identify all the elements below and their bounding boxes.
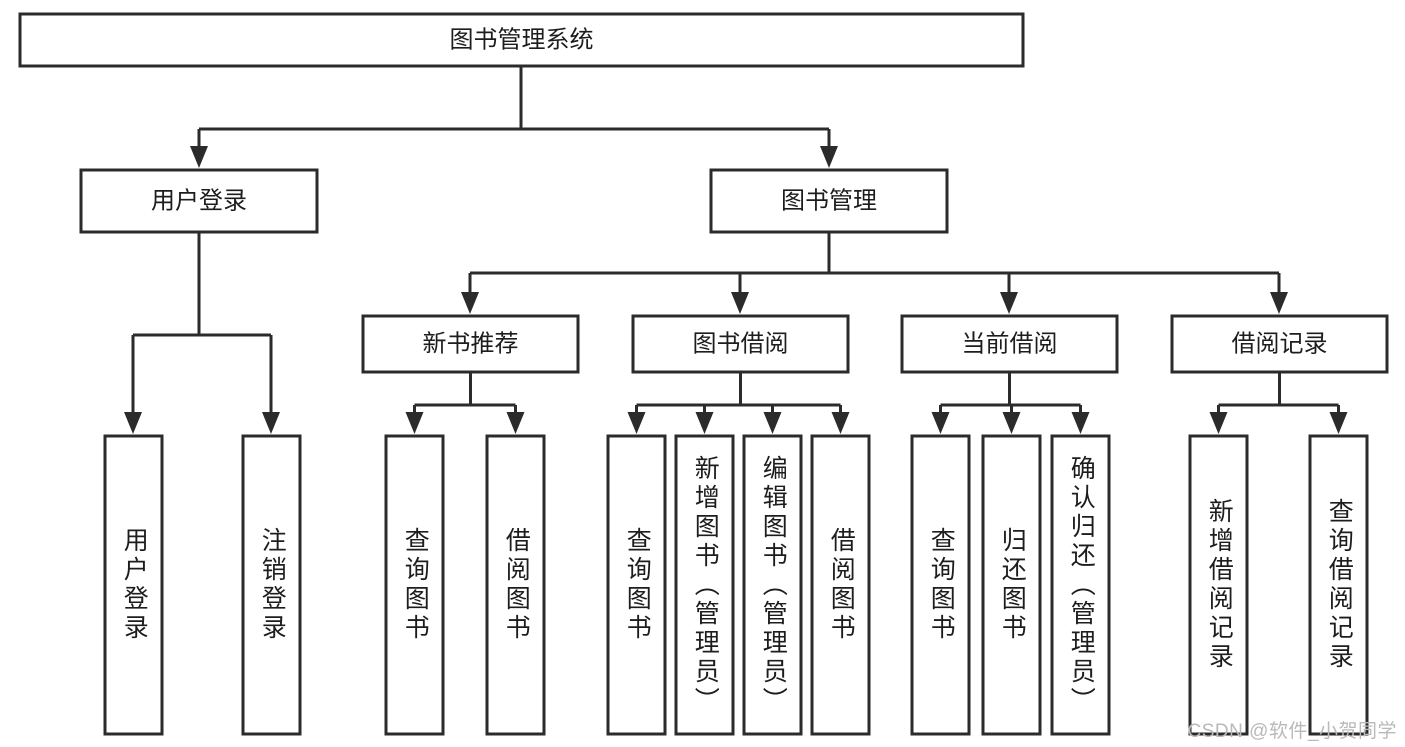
node-label-root: 图书管理系统 xyxy=(450,26,594,53)
arrow-down-icon-l3-2-1 xyxy=(1002,412,1021,434)
node-box-level3-3[interactable] xyxy=(1170,314,1389,374)
watermark-text: CSDN @软件_小贺同学 xyxy=(1187,721,1397,742)
node-box-leaf-12[interactable] xyxy=(1308,434,1369,736)
node-label-level3-0: 新书推荐 xyxy=(423,330,519,357)
arrow-down-icon-l3-1-1 xyxy=(695,412,714,434)
arrow-down-icon-l3-1-3 xyxy=(831,412,850,434)
node-label-level2-0: 用户登录 xyxy=(151,187,247,214)
node-box-level3-0[interactable] xyxy=(361,314,580,374)
arrow-down-icon-l3-0-1 xyxy=(506,412,525,434)
arrow-down-icon-l3-3-0 xyxy=(1209,412,1228,434)
arrow-down-icon-l3-2-2 xyxy=(1071,412,1090,434)
arrow-down-icon-l3-1-0 xyxy=(627,412,646,434)
arrow-down-icon-manage-3 xyxy=(1270,292,1288,314)
arrow-down-icon-login-1 xyxy=(262,412,280,434)
arrow-down-icon-manage-1 xyxy=(731,292,749,314)
arrow-down-icon-l3-1-2 xyxy=(763,412,782,434)
node-box-leaf-9[interactable] xyxy=(981,434,1042,736)
node-box-level3-2[interactable] xyxy=(900,314,1119,374)
node-box-leaf-3[interactable] xyxy=(485,434,546,736)
arrow-down-icon-l3-2-0 xyxy=(931,412,950,434)
node-label-level3-2: 当前借阅 xyxy=(962,330,1058,357)
node-box-leaf-4[interactable] xyxy=(606,434,667,736)
connector-lines xyxy=(124,66,1348,434)
node-box-level2-1[interactable] xyxy=(709,168,949,234)
arrow-down-icon-manage-0 xyxy=(461,292,479,314)
node-box-level2-0[interactable] xyxy=(79,168,319,234)
arrow-down-icon-l3-3-1 xyxy=(1329,412,1348,434)
arrow-down-icon-l3-0-0 xyxy=(405,412,424,434)
arrow-down-icon-manage-2 xyxy=(1000,292,1018,314)
node-box-level3-1[interactable] xyxy=(631,314,850,374)
node-boxes xyxy=(18,12,1389,736)
node-label-level3-1: 图书借阅 xyxy=(693,330,789,357)
node-box-leaf-6[interactable] xyxy=(742,434,803,736)
node-label-level3-3: 借阅记录 xyxy=(1232,330,1328,357)
node-label-level2-1: 图书管理 xyxy=(781,187,877,214)
node-box-leaf-8[interactable] xyxy=(910,434,971,736)
node-box-leaf-7[interactable] xyxy=(810,434,871,736)
arrow-down-icon-login-0 xyxy=(124,412,142,434)
node-box-leaf-5[interactable] xyxy=(674,434,735,736)
arrow-down-icon-root-1 xyxy=(820,146,838,168)
node-box-root[interactable] xyxy=(18,12,1025,68)
arrow-down-icon-root-0 xyxy=(190,146,208,168)
node-box-leaf-10[interactable] xyxy=(1050,434,1111,736)
node-box-leaf-2[interactable] xyxy=(384,434,445,736)
node-box-leaf-0[interactable] xyxy=(103,434,164,736)
node-box-leaf-11[interactable] xyxy=(1188,434,1249,736)
node-box-leaf-1[interactable] xyxy=(241,434,302,736)
